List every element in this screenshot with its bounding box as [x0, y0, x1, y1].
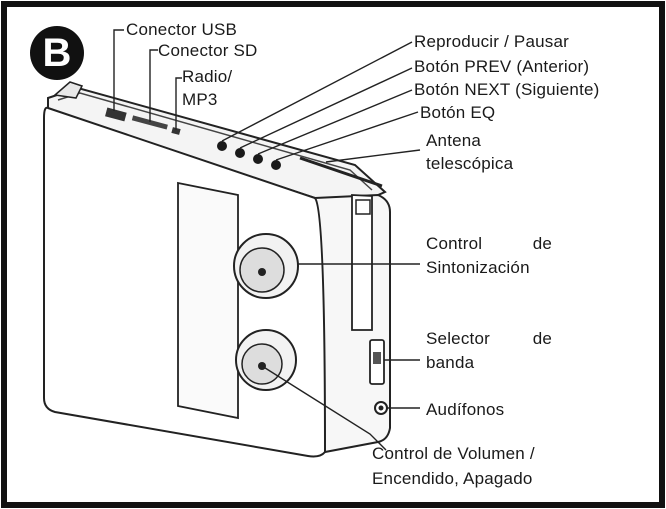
leader-lines	[113, 29, 421, 451]
sd-connector	[131, 115, 168, 130]
telescopic-antenna	[299, 156, 383, 188]
play-pause-button	[217, 141, 227, 151]
label-tuning-word2: de	[532, 234, 552, 253]
antenna-holder	[351, 194, 373, 331]
label-volume-line1: Control de Volumen /	[372, 444, 535, 463]
label-band-word2: de	[532, 329, 552, 348]
next-button	[253, 154, 263, 164]
label-tuning-line1: Control de	[426, 234, 552, 254]
label-eq-button: Botón EQ	[420, 103, 496, 122]
label-antenna-line2: telescópica	[426, 154, 514, 173]
label-band-line1: Selector de	[426, 329, 552, 349]
label-radio-mp3-line2: MP3	[182, 90, 218, 109]
label-usb-connector: Conector USB	[126, 20, 238, 39]
front-grille-panel	[177, 181, 239, 420]
label-next-button: Botón NEXT (Siguiente)	[414, 80, 600, 99]
label-band-word1: Selector	[426, 329, 490, 348]
label-volume-line2: Encendido, Apagado	[372, 469, 533, 488]
label-tuning-word1: Control	[426, 234, 483, 253]
usb-connector	[105, 107, 127, 122]
section-badge: B	[30, 26, 84, 80]
label-prev-button: Botón PREV (Anterior)	[414, 57, 590, 76]
label-tuning-line2: Sintonización	[426, 258, 530, 277]
label-antenna-line1: Antena	[426, 131, 482, 150]
prev-button	[235, 148, 245, 158]
label-play-pause: Reproducir / Pausar	[414, 32, 569, 51]
label-headphones: Audífonos	[426, 400, 505, 419]
label-band-line2: banda	[426, 353, 475, 372]
label-radio-mp3-line1: Radio/	[182, 67, 233, 86]
label-sd-connector: Conector SD	[158, 41, 258, 60]
eq-button	[271, 160, 281, 170]
radio-mp3-switch	[171, 127, 181, 135]
